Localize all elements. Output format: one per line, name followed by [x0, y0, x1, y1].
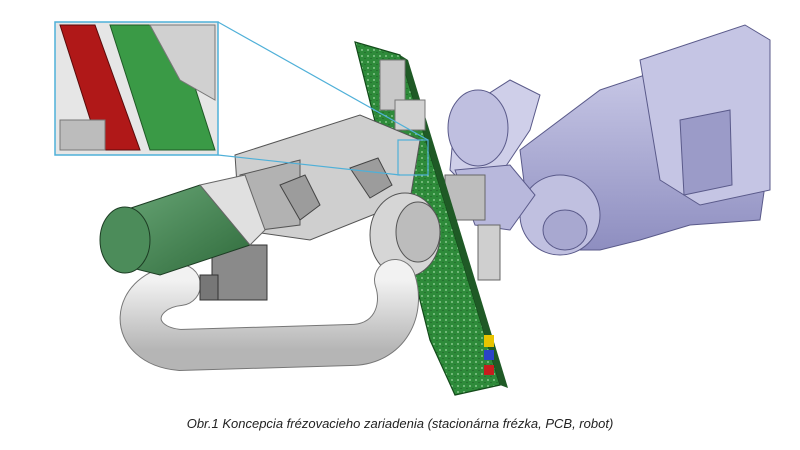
zoom-inset	[54, 21, 429, 176]
robot-arm	[447, 24, 771, 256]
cable-pipe	[119, 259, 419, 372]
milling-motor	[99, 174, 266, 276]
red-component	[484, 365, 494, 375]
yellow-component	[484, 335, 494, 347]
blue-component	[484, 350, 494, 360]
cad-illustration	[54, 21, 771, 396]
figure-caption: Obr.1 Koncepcia frézovacieho zariadenia …	[186, 416, 614, 431]
spindle-housing	[234, 114, 441, 278]
